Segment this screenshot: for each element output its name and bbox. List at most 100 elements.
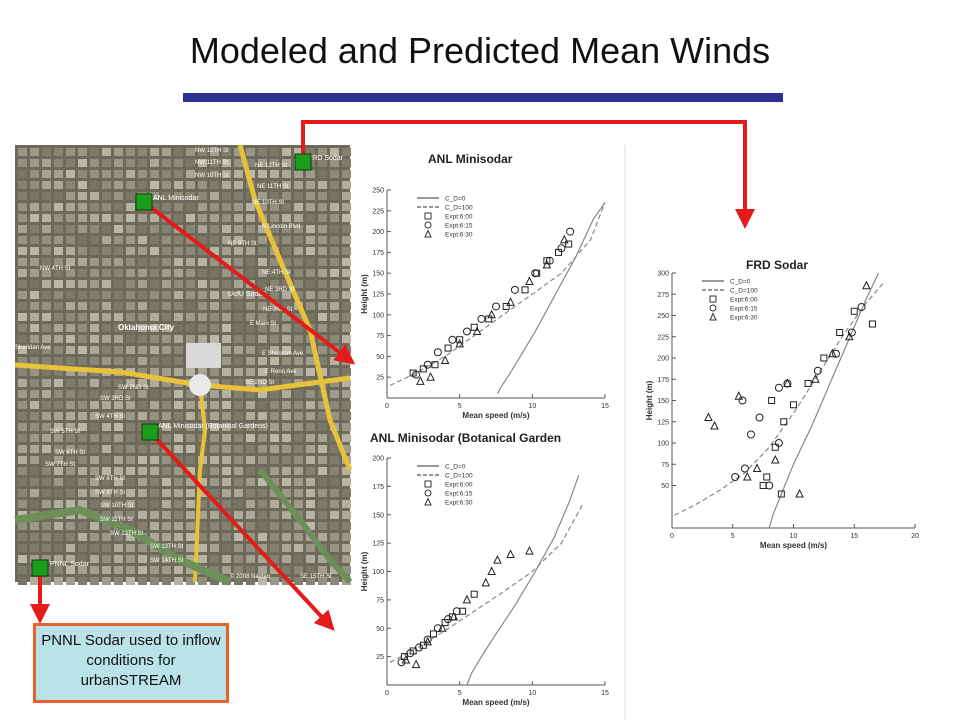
map-block (138, 269, 147, 277)
x-tick-label: 10 (528, 403, 536, 410)
map-block (138, 335, 147, 343)
data-point-circle (813, 366, 822, 375)
map-block (258, 577, 267, 585)
map-block (18, 324, 27, 332)
map-block (78, 522, 87, 530)
map-block (30, 456, 39, 464)
map-block (102, 291, 111, 299)
data-point-circle (412, 370, 421, 379)
map-block (306, 456, 315, 464)
map-block (246, 423, 255, 431)
map-block (78, 379, 87, 387)
map-block (186, 203, 195, 211)
map-block (114, 346, 123, 354)
map-block (174, 236, 183, 244)
map-block (102, 159, 111, 167)
data-point-triangle (704, 412, 713, 421)
map-block (30, 489, 39, 497)
map-block (270, 566, 279, 574)
map-block (210, 192, 219, 200)
map-block (270, 214, 279, 222)
map-block (18, 533, 27, 541)
map-block (330, 302, 339, 310)
data-point-triangle (828, 348, 837, 358)
map-block (126, 302, 135, 310)
map-block (114, 478, 123, 486)
map-block (162, 225, 171, 233)
map-block (30, 214, 39, 222)
map-block (78, 500, 87, 508)
map-block (330, 566, 339, 574)
map-block (42, 522, 51, 530)
map-block (222, 401, 231, 409)
map-block (318, 269, 327, 277)
map-block (78, 203, 87, 211)
y-tick-label: 275 (657, 292, 669, 299)
map-block (246, 258, 255, 266)
map-block (162, 159, 171, 167)
map-block (270, 203, 279, 211)
map-block (150, 291, 159, 299)
map-block (174, 192, 183, 200)
map-block (18, 159, 27, 167)
map-block (126, 225, 135, 233)
map-block (342, 423, 351, 431)
map-block (30, 313, 39, 321)
map-block (54, 159, 63, 167)
map-block (138, 445, 147, 453)
map-block (318, 302, 327, 310)
map-block (282, 467, 291, 475)
map-block (90, 566, 99, 574)
map-block (234, 225, 243, 233)
map-block (282, 555, 291, 563)
map-block (222, 159, 231, 167)
map-block (330, 313, 339, 321)
map-block (126, 577, 135, 585)
map-block (270, 401, 279, 409)
map-block (246, 522, 255, 530)
data-point-square (790, 401, 797, 409)
data-point-square (780, 418, 788, 426)
map-block (306, 247, 315, 255)
data-point-circle (433, 348, 442, 357)
data-point-triangle (462, 594, 472, 604)
map-block (90, 379, 99, 387)
data-point-triangle (493, 555, 502, 564)
map-block (294, 324, 303, 332)
data-point-circle (448, 335, 457, 344)
map-block (294, 247, 303, 255)
map-block (198, 324, 207, 332)
map-block (246, 313, 255, 321)
map-block (186, 401, 195, 409)
map-block (270, 390, 279, 398)
map-block (306, 412, 315, 420)
map-block (318, 423, 327, 431)
map-block (162, 555, 171, 563)
x-tick-label: 10 (790, 533, 798, 540)
map-block (42, 423, 51, 431)
map-sodar-label: UofU Sodar (228, 291, 265, 298)
map-block (318, 500, 327, 508)
map-block (186, 269, 195, 277)
map-block (234, 258, 243, 266)
map-block (18, 170, 27, 178)
map-street-label: SW 8TH St (95, 476, 125, 482)
map-block (342, 478, 351, 486)
map-street-label: SW 13TH St (150, 544, 184, 550)
map-block (222, 313, 231, 321)
map-block (186, 456, 195, 464)
map-block (198, 577, 207, 585)
map-block (306, 236, 315, 244)
map-block (150, 467, 159, 475)
data-point-square (768, 397, 776, 404)
map-block (258, 445, 267, 453)
map-block (306, 401, 315, 409)
map-block (318, 159, 327, 167)
map-block (330, 500, 339, 508)
map-block (282, 511, 291, 519)
map-block (330, 445, 339, 453)
x-axis-label: Mean speed (m/s) (462, 411, 529, 420)
y-tick-label: 175 (372, 250, 384, 257)
map-block (66, 368, 75, 376)
map-block (150, 489, 159, 497)
